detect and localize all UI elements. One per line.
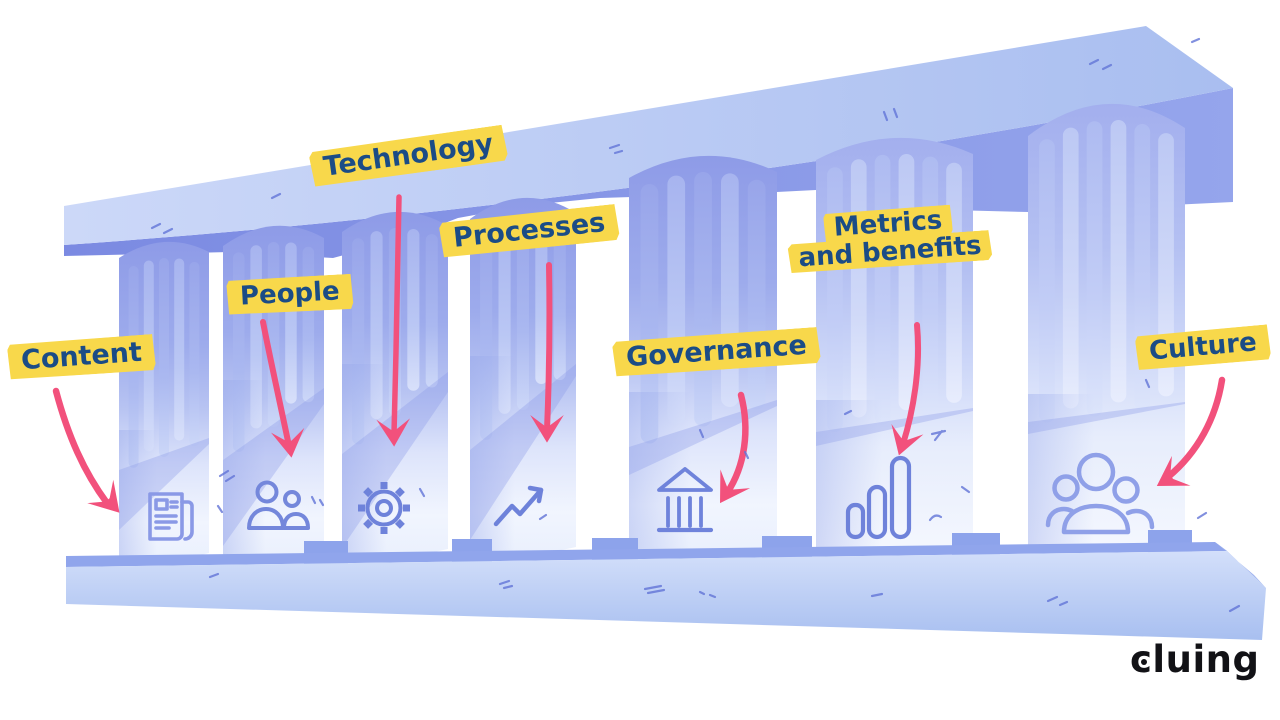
pillar-label-people: People	[226, 274, 353, 316]
arrow-governance	[720, 391, 751, 504]
arrow-people	[260, 319, 305, 458]
pillar-flute	[302, 246, 315, 403]
arrow-content	[52, 387, 120, 513]
pillar-flute	[174, 258, 185, 441]
pillar-flute	[946, 162, 962, 403]
pillar-flute	[535, 215, 548, 384]
pillar-flute	[1158, 133, 1174, 397]
pillar-flute	[747, 179, 766, 410]
pillar-flute	[407, 229, 420, 391]
pillar-flute	[1086, 121, 1103, 417]
pillar-left-shade	[342, 364, 387, 555]
pillar-left-shade	[223, 380, 266, 557]
top-beam	[64, 26, 1233, 258]
brand-logo: cluing	[1130, 638, 1260, 681]
pillar-content	[119, 241, 209, 561]
pillar-metrics_benefits	[816, 137, 973, 551]
pillar-flute	[159, 258, 169, 457]
pillar-flute	[721, 173, 739, 407]
beam-top-slab	[64, 26, 1233, 245]
base-platform	[66, 542, 1266, 640]
pillar-flute	[425, 234, 438, 388]
pillar-flute	[922, 156, 939, 418]
gear-icon	[358, 482, 410, 534]
trend-up-arrow-icon	[493, 485, 544, 527]
arrow-metrics	[891, 322, 924, 456]
pillar-flute	[898, 154, 915, 411]
pillar-left-shade	[1028, 394, 1094, 547]
pillar-flute	[553, 220, 566, 381]
pillar-flute	[667, 175, 686, 424]
bank-icon	[656, 467, 714, 533]
beam-underside-shadow	[64, 88, 1233, 258]
pillar-flute	[285, 242, 297, 404]
pillar-flute	[516, 214, 529, 410]
people-group-icon	[1045, 452, 1155, 535]
pillar-flute	[850, 159, 867, 418]
pillar-flute	[694, 172, 712, 427]
arrow-processes	[530, 262, 564, 443]
arrow-technology	[376, 194, 410, 447]
base-front-face	[66, 551, 1266, 640]
newspaper-icon	[148, 492, 194, 541]
pillar-left-shade	[470, 356, 515, 553]
pillar-flute	[189, 261, 200, 447]
pillar-flute	[1110, 120, 1127, 403]
pillar-flute	[827, 167, 843, 433]
arrow-culture	[1156, 376, 1226, 486]
pillar-flute	[874, 154, 891, 425]
annotation-arrows	[52, 194, 1226, 513]
pillar-flute	[640, 184, 659, 444]
base-top-strip	[66, 542, 1227, 567]
pillar-flute	[1039, 139, 1055, 423]
bar-chart-icon	[845, 455, 912, 540]
pillar-flute	[1062, 127, 1079, 409]
two-people-icon	[247, 480, 310, 530]
scratch-marks	[150, 37, 1241, 613]
pillar-culture	[1028, 103, 1185, 549]
